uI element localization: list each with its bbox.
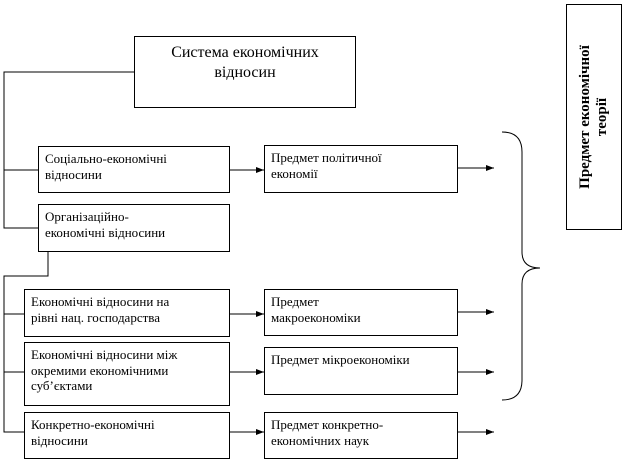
concrete-sciences-subject-box: Предмет конкретно- економічних наук [264,412,458,459]
economic-theory-subject-box: Предмет економічної теорії [566,4,622,230]
right-brace [501,131,541,401]
national-economy-relations-box: Економічні відносини на рівні нац. госпо… [24,289,230,337]
trunk-line [3,71,134,229]
org-stem-line [3,252,49,433]
economic-relations-system-title: Система економічних відносин [134,36,356,108]
microeconomics-subject-box: Предмет мікроекономіки [264,347,458,395]
macroeconomics-subject-box: Предмет макроекономіки [264,289,458,336]
organizational-economic-relations-box: Організаційно- економічні відносини [38,204,230,252]
economic-theory-subject-label: Предмет економічної теорії [577,45,610,189]
social-economic-relations-box: Соціально-економічні відносини [38,146,230,193]
political-economy-subject-box: Предмет політичної економії [264,145,458,193]
economic-agents-relations-box: Економічні відносини між окремими економ… [24,342,230,406]
concrete-economic-relations-box: Конкретно-економічні відносини [24,412,230,459]
